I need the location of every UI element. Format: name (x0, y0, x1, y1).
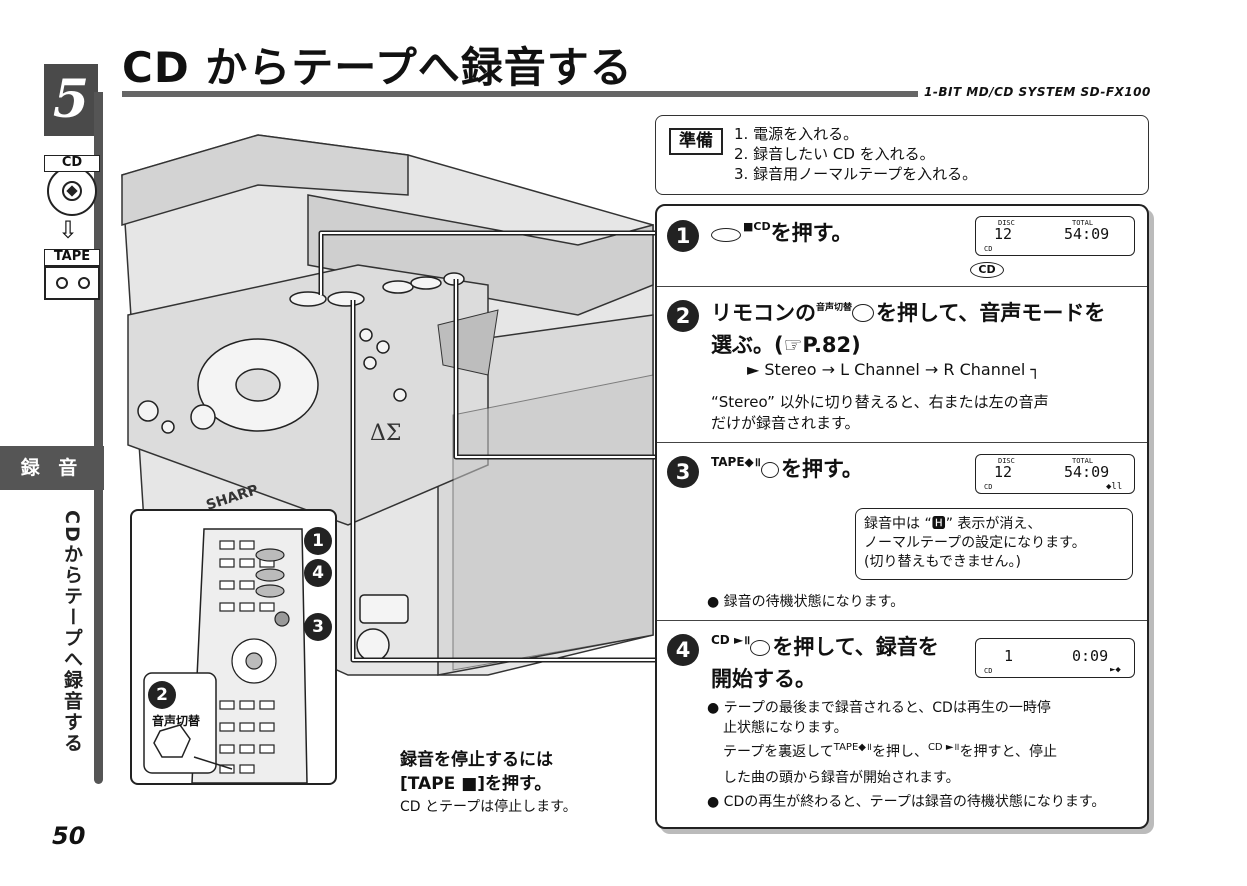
step-1-cd-badge: CD (970, 262, 1004, 278)
remote-marker-1: 1 (304, 527, 332, 555)
voice-button-label: 音声切替 (152, 714, 201, 728)
tape-record-button-icon (760, 462, 779, 478)
cassette-icon (44, 266, 100, 300)
cd-label: CD (44, 155, 100, 172)
stop-instructions-note: CD とテープは停止します。 (400, 799, 577, 815)
remote-marker-3: 3 (304, 613, 332, 641)
step-1-instruction: ■CDを押す。 (711, 218, 853, 252)
step-4-line-1: CD ►॥を押して、録音を (711, 633, 939, 659)
title-rule (122, 91, 918, 97)
left-rule (94, 92, 103, 784)
stop-instructions-title: 録音を停止するには [TAPE ■]を押す。 (400, 750, 553, 794)
page-title: CD からテープへ録音する (122, 43, 633, 92)
prep-list: 1. 電源を入れる。 2. 録音したい CD を入れる。 3. 録音用ノーマルテ… (734, 124, 977, 184)
arrow-down-icon: ⇩ (58, 216, 79, 244)
model-name: 1-BIT MD/CD SYSTEM SD-FX100 (924, 85, 1151, 99)
step-4-line-2: 開始する。 (711, 667, 816, 691)
step-1-display: DISC TOTAL 12 54:09 CD (975, 216, 1135, 256)
voice-mode-button-icon (852, 304, 875, 322)
step-4-button-label: CD ►॥ (711, 633, 751, 647)
prep-box: 準備 1. 電源を入れる。 2. 録音したい CD を入れる。 3. 録音用ノー… (655, 115, 1149, 195)
step-1-button-label: ■CD (743, 220, 771, 233)
remote-marker-4: 4 (304, 559, 332, 587)
cd-play-button-icon (750, 640, 771, 656)
step-3-button-label: TAPE◆॥ (711, 455, 761, 469)
svg-text:ΔΣ: ΔΣ (370, 421, 401, 446)
step-4-number: 4 (667, 634, 699, 666)
step-3-callout: 録音中は “🅷” 表示が消え、 ノーマルテープの設定になります。 (切り替えもで… (855, 508, 1133, 580)
cd-stop-button-icon (711, 228, 741, 242)
section-tab: 録 音 (0, 446, 104, 490)
step-3-number: 3 (667, 456, 699, 488)
chapter-number: 5 (44, 64, 98, 136)
step-3-display: DISC TOTAL 12 54:09 CD ◆ll (975, 454, 1135, 494)
step-3-bullet: ● 録音の待機状態になります。 (707, 594, 905, 610)
step-3-instruction: TAPE◆॥を押す。 (711, 455, 863, 481)
step-2-number: 2 (667, 300, 699, 332)
steps-panel: 1 ■CDを押す。 DISC TOTAL 12 54:09 CD CD 2 リモ… (655, 204, 1149, 829)
step-2-note: “Stereo” 以外に切り替えると、右または左の音声 だけが録音されます。 (711, 393, 1049, 432)
stereo-unit-illustration: SHARP ΔΣ (121, 134, 655, 676)
cd-disc-icon (47, 166, 97, 216)
step-2-line-2: 選ぶ。(☞P.82) (711, 333, 861, 357)
step-4-display: 1 0:09 CD ►◆ (975, 638, 1135, 678)
remote-illustration (143, 528, 308, 784)
section-subtitle: CDからテープへ録音する (61, 510, 83, 754)
remote-marker-2: 2 (148, 681, 176, 709)
step-4-bullets: ● テープの最後まで録音されると、CDは再生の一時停 止状態になります。 テープ… (707, 700, 1106, 810)
page-number: 50 (52, 822, 86, 850)
tape-label: TAPE (44, 249, 100, 266)
step-2-line-1: リモコンの音声切替を押して、音声モードを (711, 301, 1106, 325)
step-separator (657, 286, 1147, 287)
step-1-text: を押す。 (770, 221, 853, 245)
prep-tag: 準備 (669, 128, 723, 155)
prep-item: 1. 電源を入れる。 (734, 125, 859, 143)
step-separator (657, 442, 1147, 443)
remote-inset: 1 4 3 2 音声切替 (130, 509, 337, 785)
mode-chain: ► Stereo → L Channel → R Channel ┐ (747, 360, 1040, 379)
prep-item: 3. 録音用ノーマルテープを入れる。 (734, 165, 978, 183)
step-1-number: 1 (667, 220, 699, 252)
prep-item: 2. 録音したい CD を入れる。 (734, 145, 935, 163)
step-separator (657, 620, 1147, 621)
